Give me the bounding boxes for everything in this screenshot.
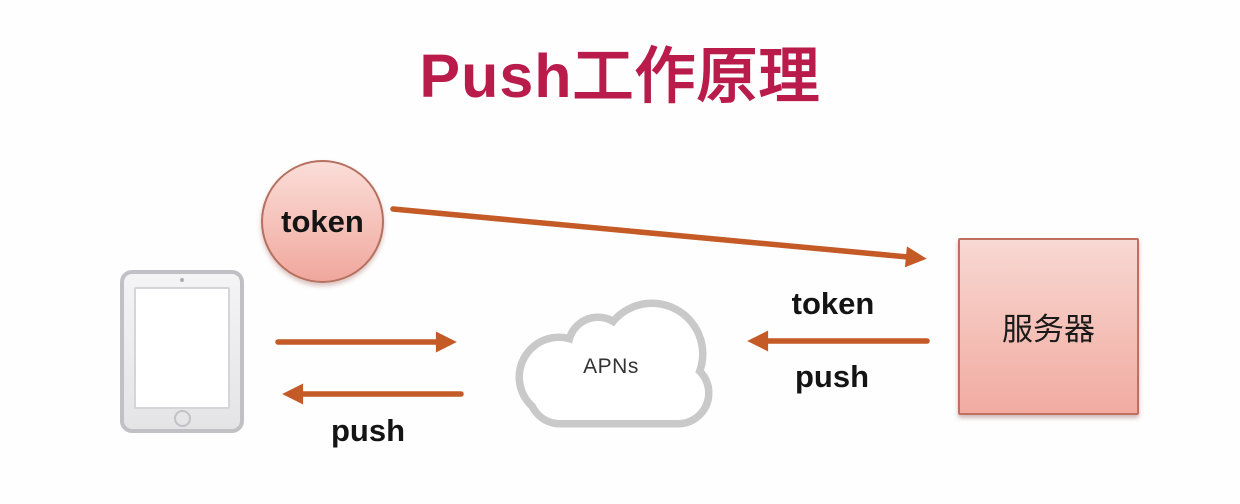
tablet-camera-dot bbox=[180, 278, 184, 282]
token-node: token bbox=[261, 160, 384, 283]
server-node: 服务器 bbox=[958, 238, 1139, 415]
tablet-icon bbox=[120, 270, 244, 433]
flow-label-push-middle: push bbox=[794, 359, 870, 394]
token-node-label: token bbox=[281, 203, 364, 239]
apns-label: APNs bbox=[583, 355, 639, 378]
flow-label-push-left: push bbox=[330, 413, 406, 448]
arrow-token-to-server bbox=[390, 206, 927, 268]
diagram-title: Push工作原理 bbox=[419, 42, 821, 110]
server-node-label: 服务器 bbox=[1002, 312, 1095, 347]
apns-cloud: APNs bbox=[506, 278, 720, 432]
tablet-home-button bbox=[174, 410, 191, 427]
flow-label-token: token bbox=[791, 286, 875, 321]
cloud-icon bbox=[515, 299, 713, 428]
tablet-screen bbox=[134, 287, 230, 409]
